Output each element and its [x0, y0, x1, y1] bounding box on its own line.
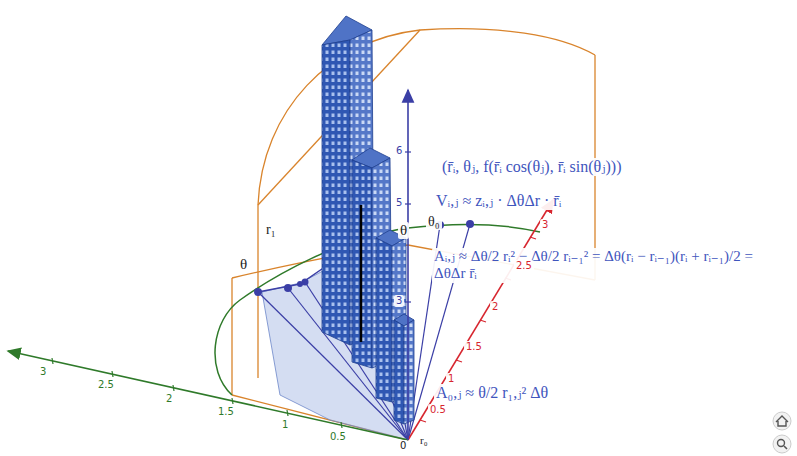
y-ticks — [52, 358, 342, 428]
angle-label: θ — [238, 256, 249, 273]
tick-number: 2.5 — [514, 260, 534, 272]
tick-number: 5 — [394, 197, 404, 209]
y-axis — [8, 351, 408, 440]
tick-number: 3 — [40, 366, 46, 378]
radius-label: r₁ — [264, 222, 278, 238]
height-line — [360, 205, 363, 342]
tick-number: 6 — [394, 145, 404, 157]
point-formula: (r̄ᵢ, θⱼ, f(r̄ᵢ cos(θⱼ), r̄ᵢ sin(θⱼ))) — [440, 158, 623, 176]
tick-number: 0.5 — [330, 431, 346, 443]
volume-columns — [322, 16, 414, 424]
region-outline — [232, 29, 595, 440]
area-formula: A₀,ⱼ ≈ θ/2 r₁,ⱼ² Δθ — [434, 384, 550, 402]
radius-label: r₀ — [418, 434, 430, 447]
z-axis — [407, 90, 409, 440]
tick-number: 1 — [282, 419, 288, 431]
tick-number: 0.5 — [428, 404, 448, 416]
angle-label: θ — [398, 222, 409, 239]
toolbar-icons — [773, 412, 791, 453]
volume-formula: Vᵢ,ⱼ ≈ zᵢ,ⱼ · ΔθΔr · r̄ᵢ — [434, 192, 563, 210]
area-formula: Aᵢ,ⱼ ≈ Δθ/2 rᵢ² − Δθ/2 rᵢ₋₁² = Δθ(rᵢ − r… — [432, 248, 788, 283]
x-axis — [408, 200, 553, 440]
tick-number: 1.5 — [464, 341, 484, 353]
angle-label: θ₀ — [426, 214, 442, 230]
tick-number: 1.5 — [218, 406, 234, 418]
axis-origin: 0 — [398, 440, 408, 452]
tick-number: 3 — [394, 295, 404, 307]
tick-number: 1 — [446, 373, 456, 385]
tick-number: 2 — [490, 301, 500, 313]
tick-number: 2.5 — [98, 379, 114, 391]
tick-number: 3 — [540, 219, 550, 231]
tick-number: 2 — [166, 393, 172, 405]
